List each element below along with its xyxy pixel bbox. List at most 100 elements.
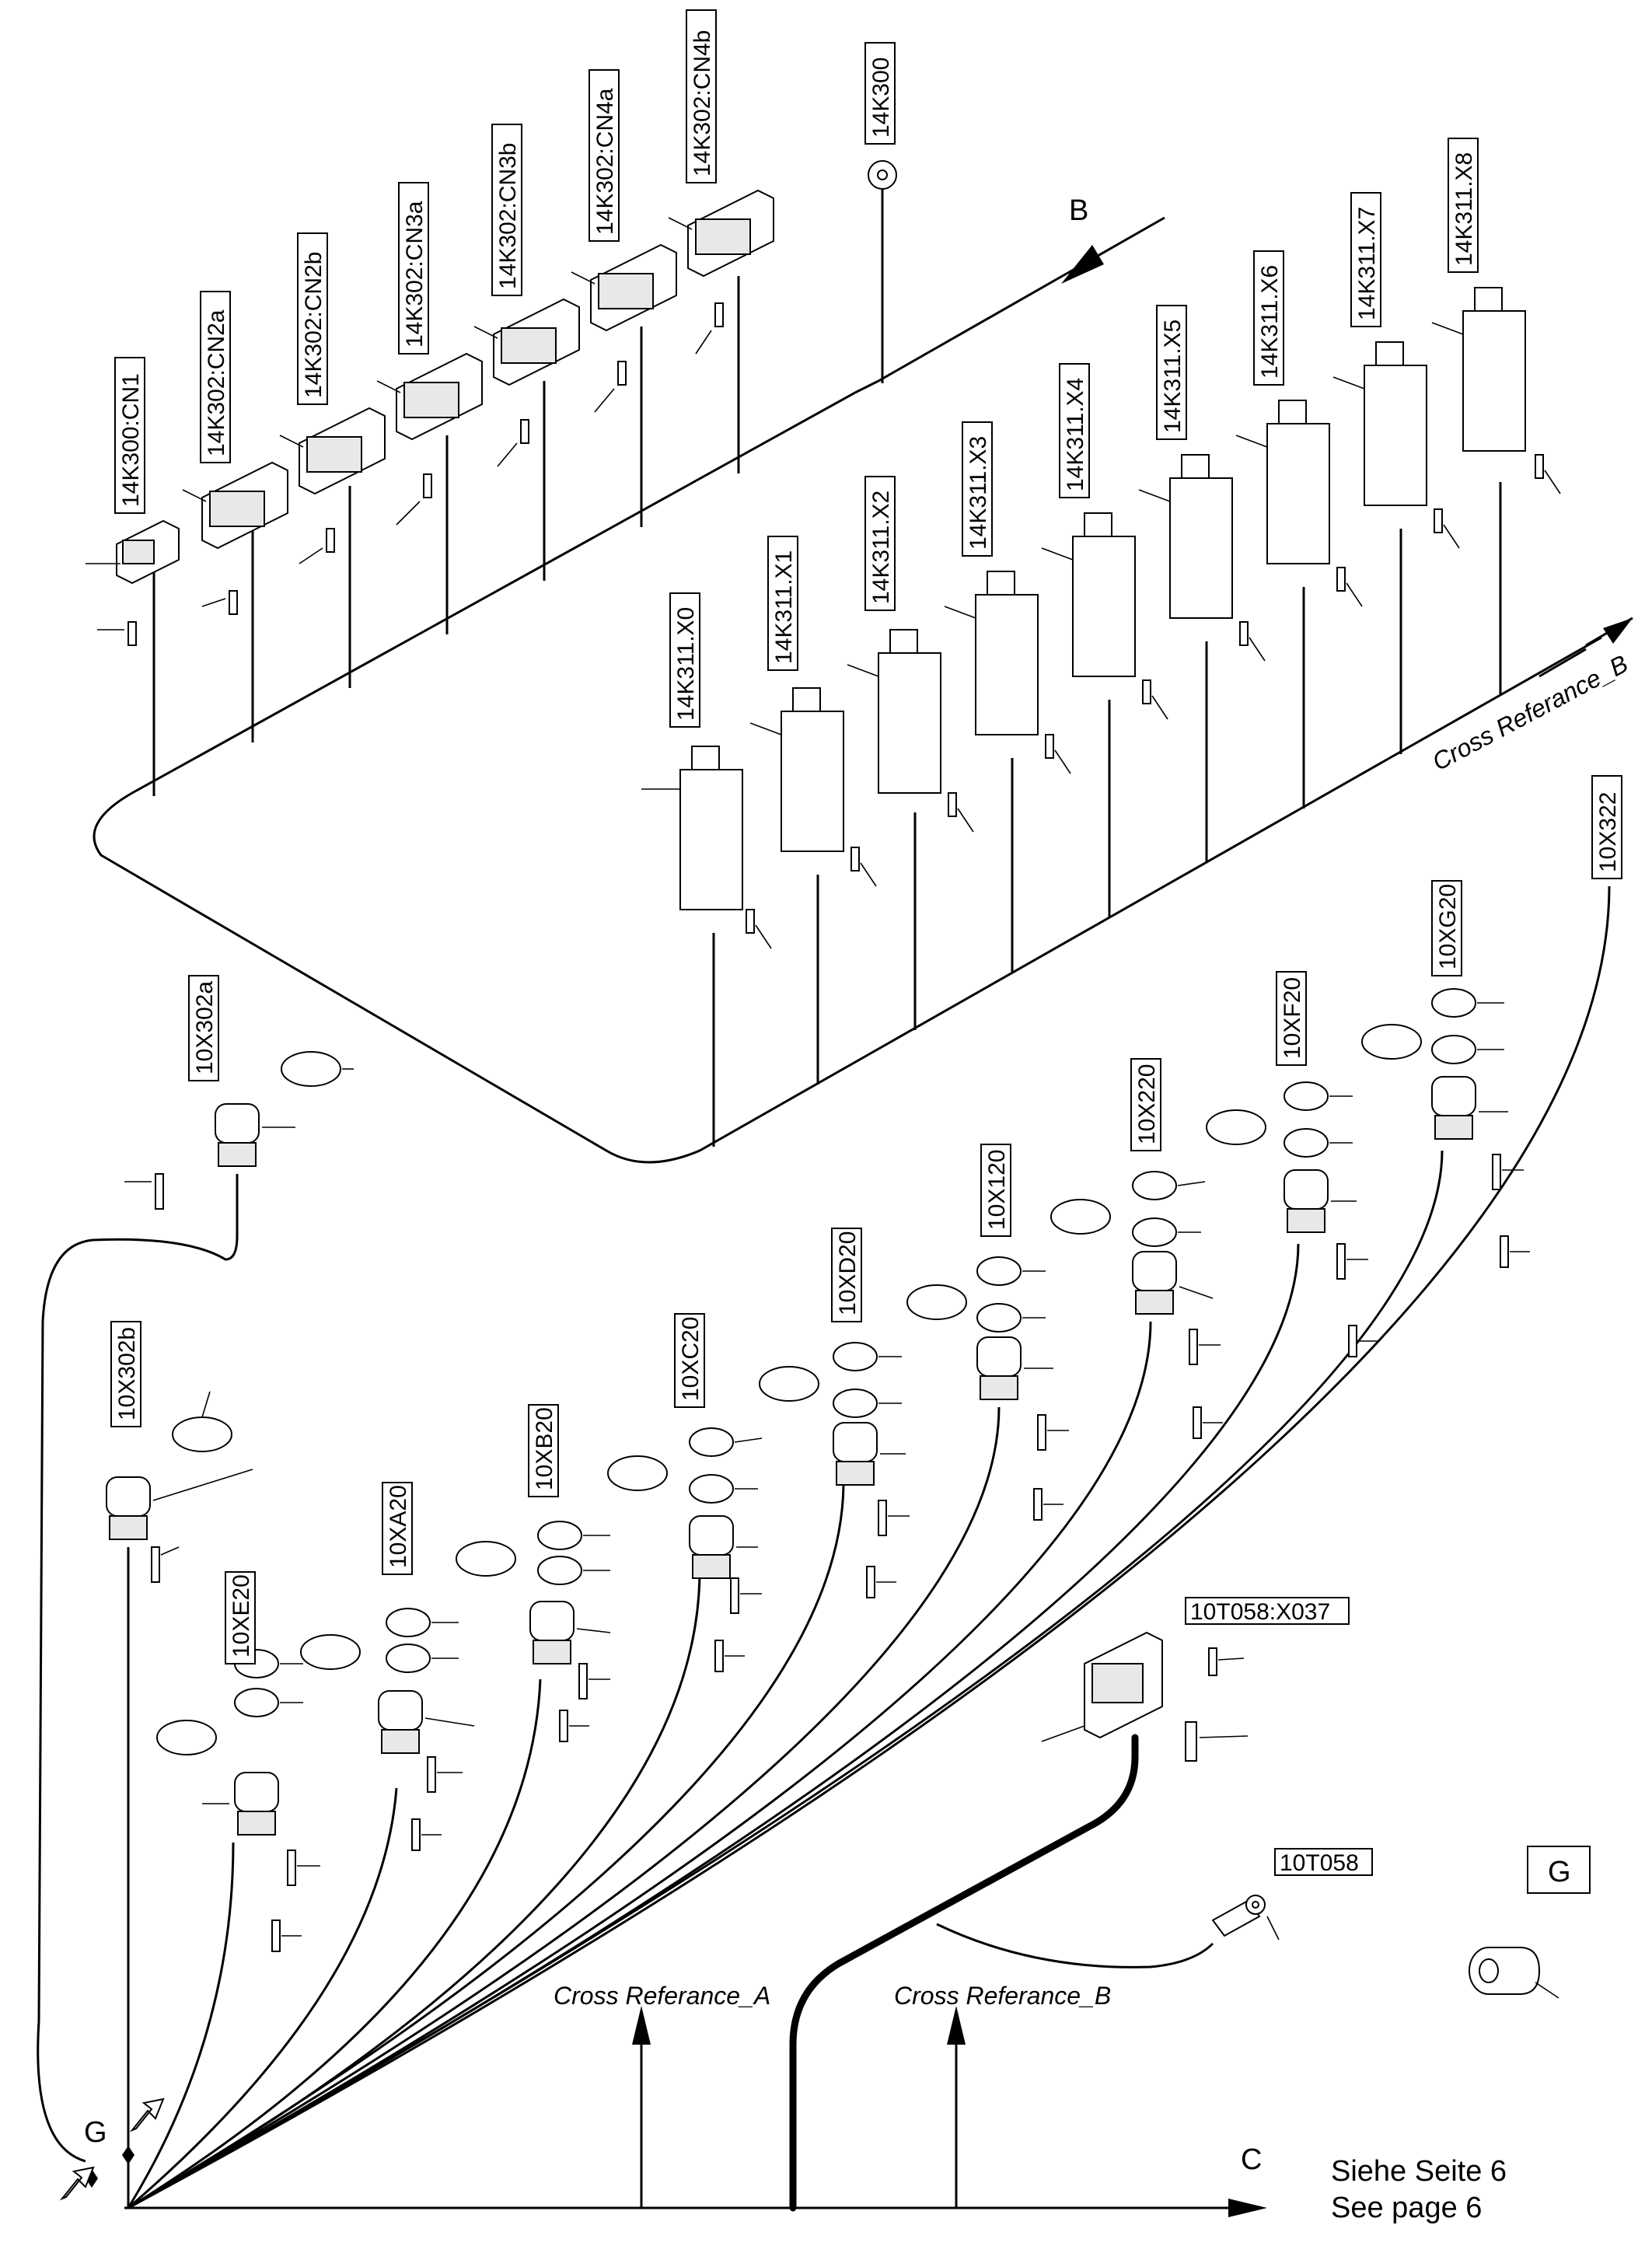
cross-ref-a-arrow — [632, 2006, 651, 2045]
label-x0: 14K311.X0 — [669, 592, 700, 728]
label-x6: 14K311.X6 — [1253, 250, 1284, 386]
label-cn2b-text: 14K302:CN2b — [301, 252, 327, 398]
label-xd20-text: 10XD20 — [835, 1231, 861, 1315]
label-t058: 10T058 — [1274, 1848, 1373, 1876]
label-x1: 14K311.X1 — [767, 536, 798, 671]
label-xc20-text: 10XC20 — [678, 1317, 704, 1401]
label-cn1: 14K300:CN1 — [114, 357, 145, 514]
label-xf20: 10XF20 — [1276, 971, 1307, 1066]
label-x037: 10T058:X037 — [1185, 1597, 1350, 1625]
label-x3-text: 14K311.X3 — [966, 436, 991, 550]
x-pins — [746, 454, 1561, 949]
label-x5-text: 14K311.X5 — [1160, 320, 1186, 433]
label-x302b: 10X302b — [110, 1321, 141, 1427]
label-x120-text: 10X120 — [984, 1150, 1010, 1230]
label-xg20-text: 10XG20 — [1435, 884, 1461, 969]
cross-ref-a-label: Cross Referance_A — [554, 1982, 770, 2010]
arrow-b-label: B — [1069, 194, 1088, 227]
label-x2: 14K311.X2 — [864, 476, 896, 611]
label-xb20-text: 10XB20 — [532, 1407, 557, 1490]
label-x8-text: 14K311.X8 — [1451, 152, 1477, 266]
upper-harness-trunk-b — [1538, 648, 1587, 678]
hollow-arrow-1 — [129, 2098, 165, 2133]
branch-xb20 — [127, 1678, 542, 2209]
arrow-c-label: C — [1241, 2143, 1262, 2176]
label-x1-text: 14K311.X1 — [771, 550, 797, 664]
label-x302a-text: 10X302a — [192, 981, 218, 1074]
x037-sleeve — [1185, 1721, 1249, 1762]
branch-xg20 — [127, 1150, 1444, 2209]
cable-t058 — [936, 1923, 1214, 1968]
g-sleeve-legend — [1469, 1947, 1559, 1999]
label-x220: 10X220 — [1130, 1058, 1161, 1151]
label-xe20: 10XE20 — [225, 1571, 256, 1664]
label-x4-text: 14K311.X4 — [1063, 378, 1088, 491]
page-ref-en: See page 6 — [1331, 2192, 1482, 2224]
branch-x120 — [127, 1406, 1001, 2209]
cross-ref-b-top-label: Cross Referance_B — [1427, 649, 1632, 776]
label-t058-text: 10T058 — [1280, 1850, 1359, 1876]
page-ref-de: Siehe Seite 6 — [1331, 2155, 1507, 2188]
label-x302a: 10X302a — [188, 975, 219, 1081]
cross-ref-b-label: Cross Referance_B — [894, 1982, 1111, 2010]
label-x220-text: 10X220 — [1134, 1064, 1160, 1144]
upper-harness-trunk — [93, 216, 1602, 1164]
label-cn4a: 14K302:CN4a — [589, 69, 620, 242]
label-k300-text: 14K300 — [868, 58, 894, 138]
label-x5: 14K311.X5 — [1156, 305, 1187, 440]
branch-x220 — [127, 1321, 1152, 2209]
label-x3: 14K311.X3 — [962, 421, 993, 557]
label-cn4b-text: 14K302:CN4b — [690, 30, 715, 176]
upper-drops — [152, 202, 1502, 1147]
label-xb20: 10XB20 — [528, 1404, 559, 1497]
label-cn3b: 14K302:CN3b — [491, 124, 522, 296]
label-x8: 14K311.X8 — [1448, 138, 1479, 273]
label-x120: 10X120 — [980, 1144, 1011, 1237]
label-cn3b-text: 14K302:CN3b — [495, 143, 521, 289]
branch-xa20 — [127, 1787, 398, 2209]
t058-lug — [1211, 1895, 1280, 1940]
label-cn3a-text: 14K302:CN3a — [402, 201, 428, 348]
label-x037-text: 10T058:X037 — [1190, 1599, 1330, 1625]
label-x7: 14K311.X7 — [1350, 192, 1381, 327]
x-terminal-blocks — [641, 287, 1526, 910]
label-cn2a-text: 14K302:CN2a — [204, 309, 229, 456]
label-x2-text: 14K311.X2 — [868, 491, 894, 604]
circular-connectors — [106, 988, 1508, 1836]
label-xg20: 10XG20 — [1431, 880, 1462, 976]
label-x0-text: 14K311.X0 — [673, 607, 699, 721]
arrow-c-head — [1228, 2199, 1267, 2217]
loop-to-x302a — [37, 1174, 239, 2163]
label-cn3a: 14K302:CN3a — [398, 182, 429, 355]
label-xd20: 10XD20 — [831, 1228, 862, 1322]
label-x6-text: 14K311.X6 — [1257, 265, 1283, 379]
label-cn4a-text: 14K302:CN4a — [592, 88, 618, 235]
label-xa20: 10XA20 — [382, 1482, 413, 1575]
arrow-b-head — [1061, 245, 1104, 284]
label-cn2b: 14K302:CN2b — [297, 232, 328, 405]
x037-connector — [1041, 1631, 1163, 1742]
label-x302b-text: 10X302b — [114, 1327, 140, 1420]
label-x322: 10X322 — [1591, 775, 1622, 879]
label-cn2a: 14K302:CN2a — [200, 291, 231, 463]
label-xc20: 10XC20 — [674, 1313, 705, 1408]
branch-x322 — [127, 885, 1611, 2209]
g-marker-label: G — [84, 2116, 107, 2149]
label-xa20-text: 10XA20 — [386, 1485, 411, 1568]
x037-pin — [1208, 1647, 1245, 1676]
thick-cable-x037 — [789, 1734, 1139, 2212]
label-cn4b: 14K302:CN4b — [686, 9, 717, 183]
label-x4: 14K311.X4 — [1059, 363, 1090, 498]
label-xf20-text: 10XF20 — [1280, 977, 1305, 1059]
label-k300: 14K300 — [864, 42, 896, 145]
lower-pins — [124, 1154, 1530, 1952]
branch-xd20 — [127, 1484, 845, 2209]
cn-connectors — [86, 160, 897, 585]
cross-ref-b-arrow — [947, 2006, 966, 2045]
g-marker-diamond-1 — [122, 2146, 134, 2164]
label-xe20-text: 10XE20 — [229, 1574, 254, 1657]
label-x322-text: 10X322 — [1595, 792, 1621, 872]
label-g-box-text: G — [1548, 1856, 1571, 1888]
cross-ref-b-arrow-head — [1603, 618, 1633, 644]
